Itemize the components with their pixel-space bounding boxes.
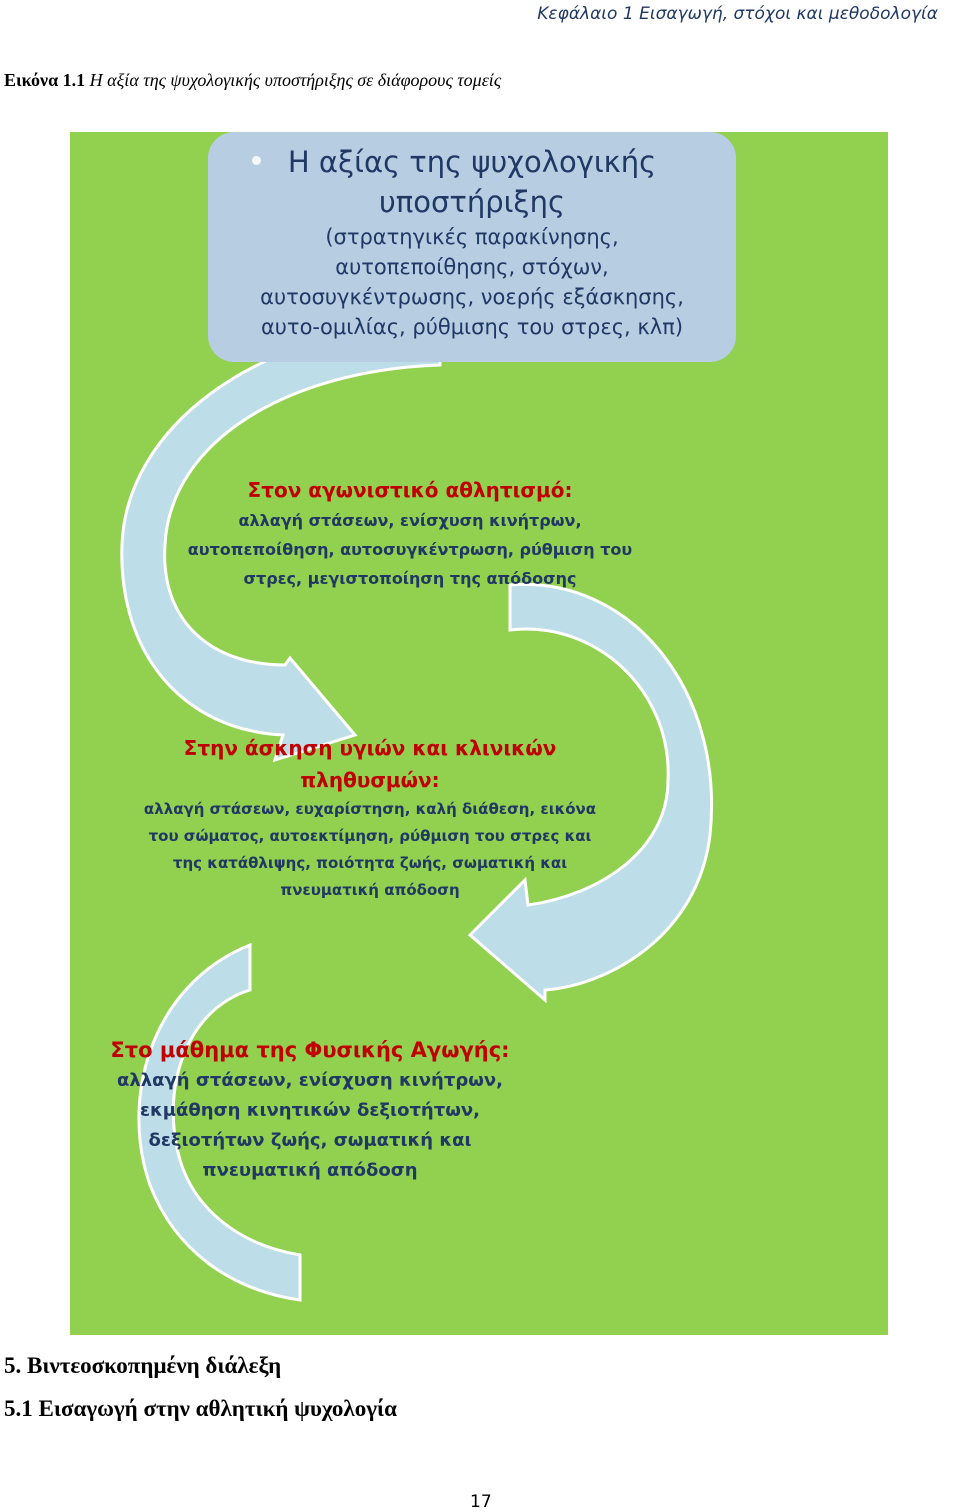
box-detail-line: αυτοσυγκέντρωσης, νοερής εξάσκησης,: [260, 285, 684, 309]
health-exercise-line: πνευματική απόδοση: [280, 881, 460, 899]
box-detail-line: (στρατηγικές παρακίνησης,: [325, 225, 619, 249]
health-exercise-line: της κατάθλιψης, ποιότητα ζωής, σωματική …: [172, 854, 568, 872]
physical-education-heading: Στο μάθημα της Φυσικής Αγωγής:: [110, 1038, 510, 1062]
competitive-sport-line: στρες, μεγιστοποίηση της απόδοσης: [243, 569, 577, 588]
health-exercise-heading: πληθυσμών:: [300, 768, 440, 792]
health-exercise-heading: Στην άσκηση υγιών και κλινικών: [183, 736, 557, 760]
competitive-sport-line: αλλαγή στάσεων, ενίσχυση κινήτρων,: [238, 511, 582, 530]
section-heading-5-1: 5.1 Εισαγωγή στην αθλητική ψυχολογία: [4, 1396, 397, 1421]
circular-arrow-2: [467, 582, 713, 1004]
competitive-sport-line: αυτοπεποίθηση, αυτοσυγκέντρωση, ρύθμιση …: [187, 540, 633, 559]
physical-education-block: Στο μάθημα της Φυσικής Αγωγής: αλλαγή στ…: [100, 1034, 520, 1186]
health-exercise-block: Στην άσκηση υγιών και κλινικών πληθυσμών…: [110, 732, 630, 904]
competitive-sport-heading: Στον αγωνιστικό αθλητισμό:: [247, 478, 573, 502]
psychological-support-box: Η αξίας της ψυχολογικής υποστήριξης (στρ…: [208, 132, 736, 362]
box-title-line: υποστήριξης: [379, 185, 565, 219]
circular-arrow-1: [120, 318, 442, 763]
bullet-icon: [252, 156, 261, 165]
section-heading-5: 5. Βιντεοσκοπημένη διάλεξη: [4, 1353, 282, 1378]
physical-education-line: αλλαγή στάσεων, ενίσχυση κινήτρων,: [117, 1070, 503, 1091]
box-detail-line: αυτοπεποίθησης, στόχων,: [335, 255, 609, 279]
health-exercise-line: του σώματος, αυτοεκτίμηση, ρύθμιση του σ…: [148, 827, 592, 845]
physical-education-line: εκμάθηση κινητικών δεξιοτήτων,: [140, 1100, 480, 1121]
running-header: Κεφάλαιο 1 Εισαγωγή, στόχοι και μεθοδολο…: [537, 4, 938, 24]
page-number: 17: [470, 1492, 492, 1512]
health-exercise-line: αλλαγή στάσεων, ευχαρίστηση, καλή διάθεσ…: [143, 800, 597, 818]
box-title-line: Η αξίας της ψυχολογικής: [287, 145, 657, 179]
physical-education-line: πνευματική απόδοση: [202, 1160, 418, 1181]
figure-caption-label: Εικόνα 1.1: [4, 70, 86, 90]
competitive-sport-block: Στον αγωνιστικό αθλητισμό: αλλαγή στάσεω…: [150, 474, 670, 593]
box-detail-line: αυτο-ομιλίας, ρύθμισης του στρες, κλπ): [260, 315, 684, 339]
circular-arrow-3: [137, 942, 302, 1302]
physical-education-line: δεξιοτήτων ζωής, σωματική και: [148, 1130, 472, 1151]
figure-caption: Εικόνα 1.1 Η αξία της ψυχολογικής υποστή…: [4, 70, 501, 91]
figure-caption-text: Η αξία της ψυχολογικής υποστήριξης σε δι…: [89, 70, 502, 90]
